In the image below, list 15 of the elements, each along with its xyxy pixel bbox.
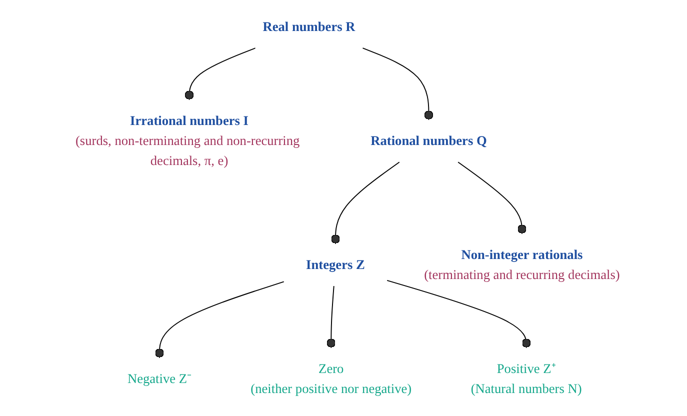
connector xyxy=(386,280,531,348)
connector xyxy=(362,48,434,120)
connector xyxy=(184,48,256,100)
node-text: Negative Z⁻ xyxy=(127,371,192,386)
connector xyxy=(326,286,336,348)
node-text: Positive Z⁺ (Natural numbers N) xyxy=(470,361,582,396)
node-text: Irrational numbers I (surds, non-terminating and non-recurring decimals, π, e) xyxy=(76,113,300,168)
node-text: Rational numbers Q xyxy=(370,133,487,148)
node-text: Integers Z xyxy=(306,257,365,272)
node-text: Zero (neither positive nor negative) xyxy=(250,361,412,396)
connector xyxy=(155,281,284,358)
connector xyxy=(331,162,400,244)
connector xyxy=(458,162,526,234)
node-text: Real numbers R xyxy=(262,19,356,34)
node-text: Non-integer rationals (terminating and recurring decimals) xyxy=(424,247,620,282)
